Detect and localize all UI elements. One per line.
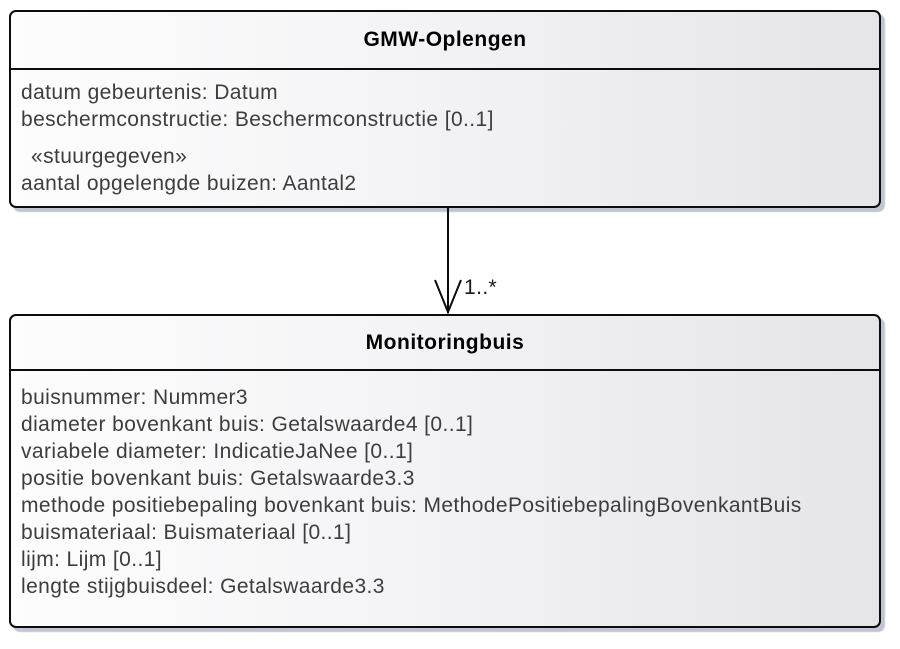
class-box-monitoringbuis: Monitoringbuis buisnummer: Nummer3 diame…: [9, 314, 881, 628]
class-box-gmw-oplengen: GMW-Oplengen datum gebeurtenis: Datum be…: [9, 10, 881, 208]
attribute-line: methode positiebepaling bovenkant buis: …: [21, 494, 802, 517]
attributes-compartment: datum gebeurtenis: Datum beschermconstru…: [11, 70, 879, 197]
attribute-line: buismateriaal: Buismateriaal [0..1]: [21, 521, 352, 544]
stereotype-label: «stuurgegeven»: [31, 145, 188, 168]
attribute-line: beschermconstructie: Beschermconstructie…: [21, 108, 494, 131]
multiplicity-label: 1..*: [464, 276, 498, 299]
class-title-monitoringbuis: Monitoringbuis: [11, 316, 879, 371]
attribute-line: positie bovenkant buis: Getalswaarde3.3: [21, 467, 415, 490]
attribute-line: variabele diameter: IndicatieJaNee [0..1…: [21, 440, 414, 463]
attribute-line: buisnummer: Nummer3: [21, 386, 248, 409]
attribute-line: lengte stijgbuisdeel: Getalswaarde3.3: [21, 575, 385, 598]
attribute-line: lijm: Lijm [0..1]: [21, 548, 162, 571]
attribute-line: aantal opgelengde buizen: Aantal2: [21, 172, 357, 195]
association-arrow: [434, 208, 462, 314]
attribute-line: diameter bovenkant buis: Getalswaarde4 […: [21, 413, 474, 436]
attributes-compartment: buisnummer: Nummer3 diameter bovenkant b…: [11, 371, 879, 600]
attribute-line: datum gebeurtenis: Datum: [21, 81, 279, 104]
class-title-gmw-oplengen: GMW-Oplengen: [11, 12, 879, 70]
